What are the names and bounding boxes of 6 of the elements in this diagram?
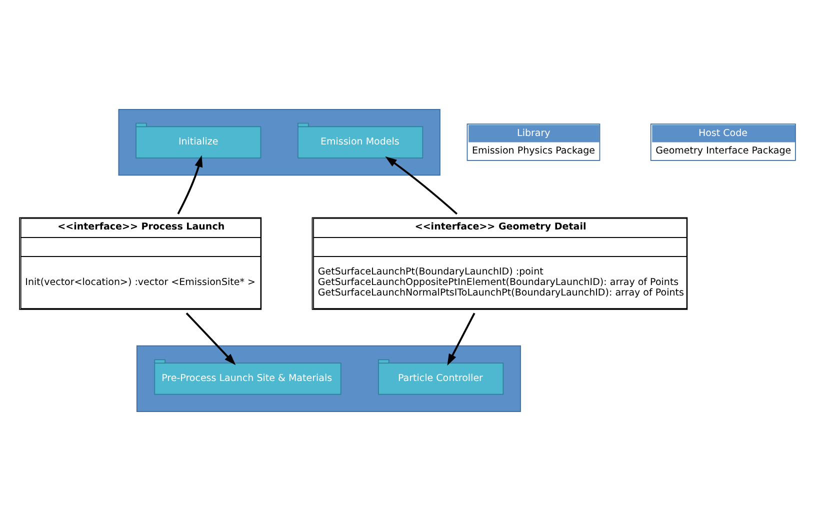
arrow <box>177 154 203 214</box>
arrow <box>447 312 476 366</box>
arrow <box>385 156 458 214</box>
arrow <box>186 312 236 365</box>
cluster <box>118 108 440 176</box>
cluster <box>136 344 521 412</box>
